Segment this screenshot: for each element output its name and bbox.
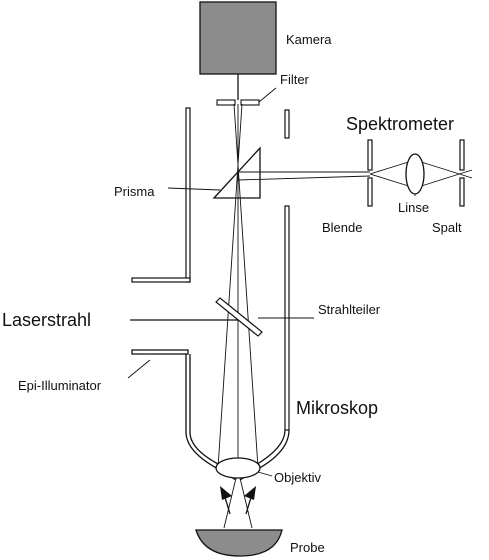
label-spalt: Spalt [432, 220, 462, 235]
camera-box [199, 1, 277, 75]
filter-left [216, 99, 236, 106]
label-linse: Linse [398, 200, 429, 215]
prism-leader [167, 187, 221, 191]
objective-lens [215, 457, 261, 479]
spalt-bottom [459, 177, 465, 207]
label-blende: Blende [322, 220, 362, 235]
ray-spec-d [414, 169, 473, 189]
arrow-left-head [220, 486, 232, 500]
label-epi-illuminator: Epi-Illuminator [18, 378, 102, 393]
filter-leader [258, 87, 277, 103]
objektiv-leader [257, 471, 273, 477]
ray-down-left [223, 477, 237, 529]
label-mikroskop: Mikroskop [296, 398, 378, 418]
probe-sample [195, 529, 283, 557]
ray-down-right [239, 477, 253, 529]
ray-spec-c [414, 159, 473, 179]
filter-right [240, 99, 260, 106]
beam-splitter [215, 297, 263, 337]
arrow-right-head [244, 486, 256, 500]
epi-illuminator-arm [131, 349, 189, 355]
blende-bottom [367, 177, 373, 207]
left-lower-arm [131, 277, 191, 283]
right-short-wall [284, 109, 290, 139]
label-strahlteiler: Strahlteiler [318, 302, 381, 317]
label-probe: Probe [290, 540, 325, 555]
label-laserstrahl: Laserstrahl [2, 310, 91, 330]
label-kamera: Kamera [286, 32, 332, 47]
label-filter: Filter [280, 72, 310, 87]
epi-leader [127, 359, 151, 379]
label-spektrometer: Spektrometer [346, 114, 454, 134]
left-upper-wall [185, 107, 191, 283]
label-objektiv: Objektiv [274, 470, 321, 485]
ray-spec-bottom [237, 175, 371, 181]
label-prisma: Prisma [114, 184, 155, 199]
spectrometer-lens [405, 153, 425, 195]
blende-top [367, 139, 373, 171]
spalt-top [459, 139, 465, 171]
